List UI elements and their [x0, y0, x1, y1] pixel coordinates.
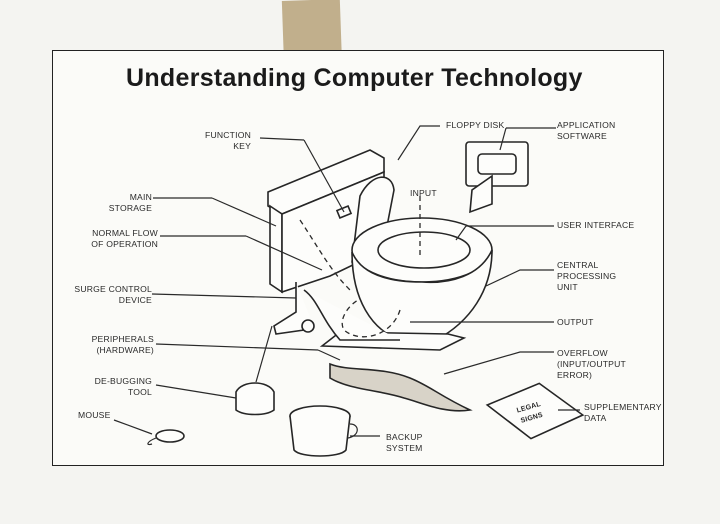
label-normal-flow: NORMAL FLOW OF OPERATION	[91, 228, 158, 249]
mouse-icon	[147, 429, 185, 446]
label-debugging-tool: DE-BUGGING TOOL	[94, 376, 152, 397]
label-supplementary-data: SUPPLEMENTARY DATA	[584, 402, 662, 423]
label-central-processing-unit: CENTRAL PROCESSING UNIT	[557, 260, 617, 292]
bucket-icon	[289, 405, 358, 457]
newspaper-icon	[485, 382, 585, 440]
toilet-paper-icon	[465, 141, 529, 214]
label-main-storage: MAIN STORAGE	[108, 192, 152, 213]
plunger-icon	[235, 325, 275, 416]
label-surge-control-device: SURGE CONTROL DEVICE	[74, 284, 152, 305]
label-backup-system: BACKUP SYSTEM	[386, 432, 423, 453]
leader-lines	[113, 125, 580, 437]
normal-flow-line	[299, 219, 351, 291]
label-output: OUTPUT	[557, 317, 594, 327]
output-flow-line	[341, 299, 401, 338]
surge-control-pipe	[273, 282, 315, 335]
label-floppy-disk: FLOPPY DISK	[446, 120, 505, 130]
label-input: INPUT	[410, 188, 437, 198]
diagram-title: Understanding Computer Technology	[126, 64, 583, 92]
label-overflow: OVERFLOW (INPUT/OUTPUT ERROR)	[557, 348, 626, 380]
overflow-puddle	[329, 362, 473, 412]
label-function-key: FUNCTION KEY	[205, 130, 251, 151]
toilet-bowl	[303, 217, 493, 351]
label-mouse: MOUSE	[78, 410, 111, 420]
label-user-interface: USER INTERFACE	[557, 220, 635, 230]
label-application-software: APPLICATION SOFTWARE	[557, 120, 616, 141]
label-peripherals: PERIPHERALS (HARDWARE)	[91, 334, 154, 355]
